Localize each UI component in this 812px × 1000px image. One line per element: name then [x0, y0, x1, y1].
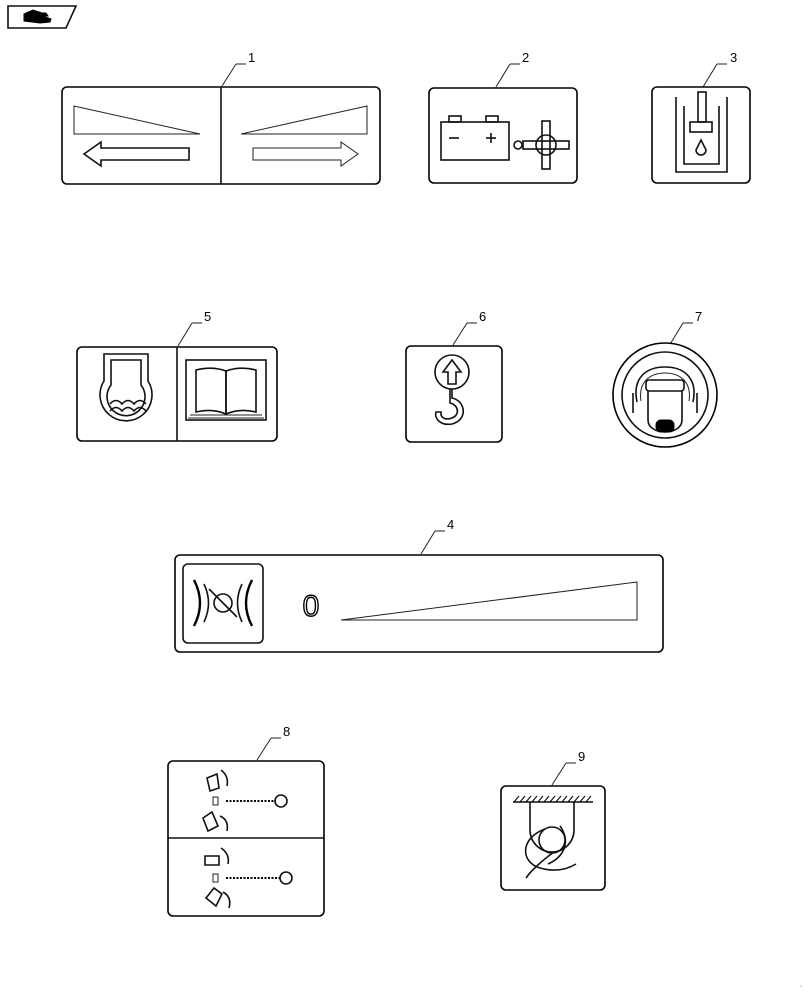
fuel-level-icon	[675, 91, 728, 173]
corner-mark: `	[800, 985, 803, 994]
callout-8: 8	[283, 724, 290, 739]
triangle-decrease-icon	[73, 105, 201, 135]
decal-4: 4 0	[174, 517, 664, 653]
decal-3: 3	[651, 50, 751, 184]
callout-6: 6	[479, 309, 486, 324]
tie-down-point-icon	[513, 795, 593, 879]
decal-1: 1	[61, 50, 381, 185]
callout-4: 4	[447, 517, 454, 532]
nav-hand-icon[interactable]	[7, 5, 78, 29]
decal-5: 5	[76, 309, 278, 442]
decal-6: 6	[405, 309, 503, 443]
arrow-right-icon	[252, 141, 359, 167]
callout-3: 3	[730, 50, 737, 65]
callout-7: 7	[695, 309, 702, 324]
throttle-wedge-icon	[340, 581, 638, 621]
battery-icon	[440, 115, 510, 161]
ear-protection-icon	[632, 366, 698, 433]
callout-1: 1	[248, 50, 255, 65]
decal-9: 9	[500, 749, 606, 891]
decal-2: 2	[428, 50, 578, 184]
decal-8: 8	[167, 724, 325, 917]
coolant-level-icon	[99, 353, 153, 422]
zero-glyph: 0	[303, 590, 320, 623]
arrow-left-icon	[82, 140, 190, 168]
manual-book-icon	[185, 359, 267, 421]
bucket-position-icon	[202, 769, 293, 909]
fan-icon	[522, 120, 570, 170]
wheel-alignment-icon	[182, 563, 264, 644]
decal-7: 7	[612, 309, 718, 448]
callout-9: 9	[578, 749, 585, 764]
callout-2: 2	[522, 50, 529, 65]
callout-5: 5	[204, 309, 211, 324]
triangle-increase-icon	[240, 105, 368, 135]
lift-hook-icon	[434, 354, 470, 426]
